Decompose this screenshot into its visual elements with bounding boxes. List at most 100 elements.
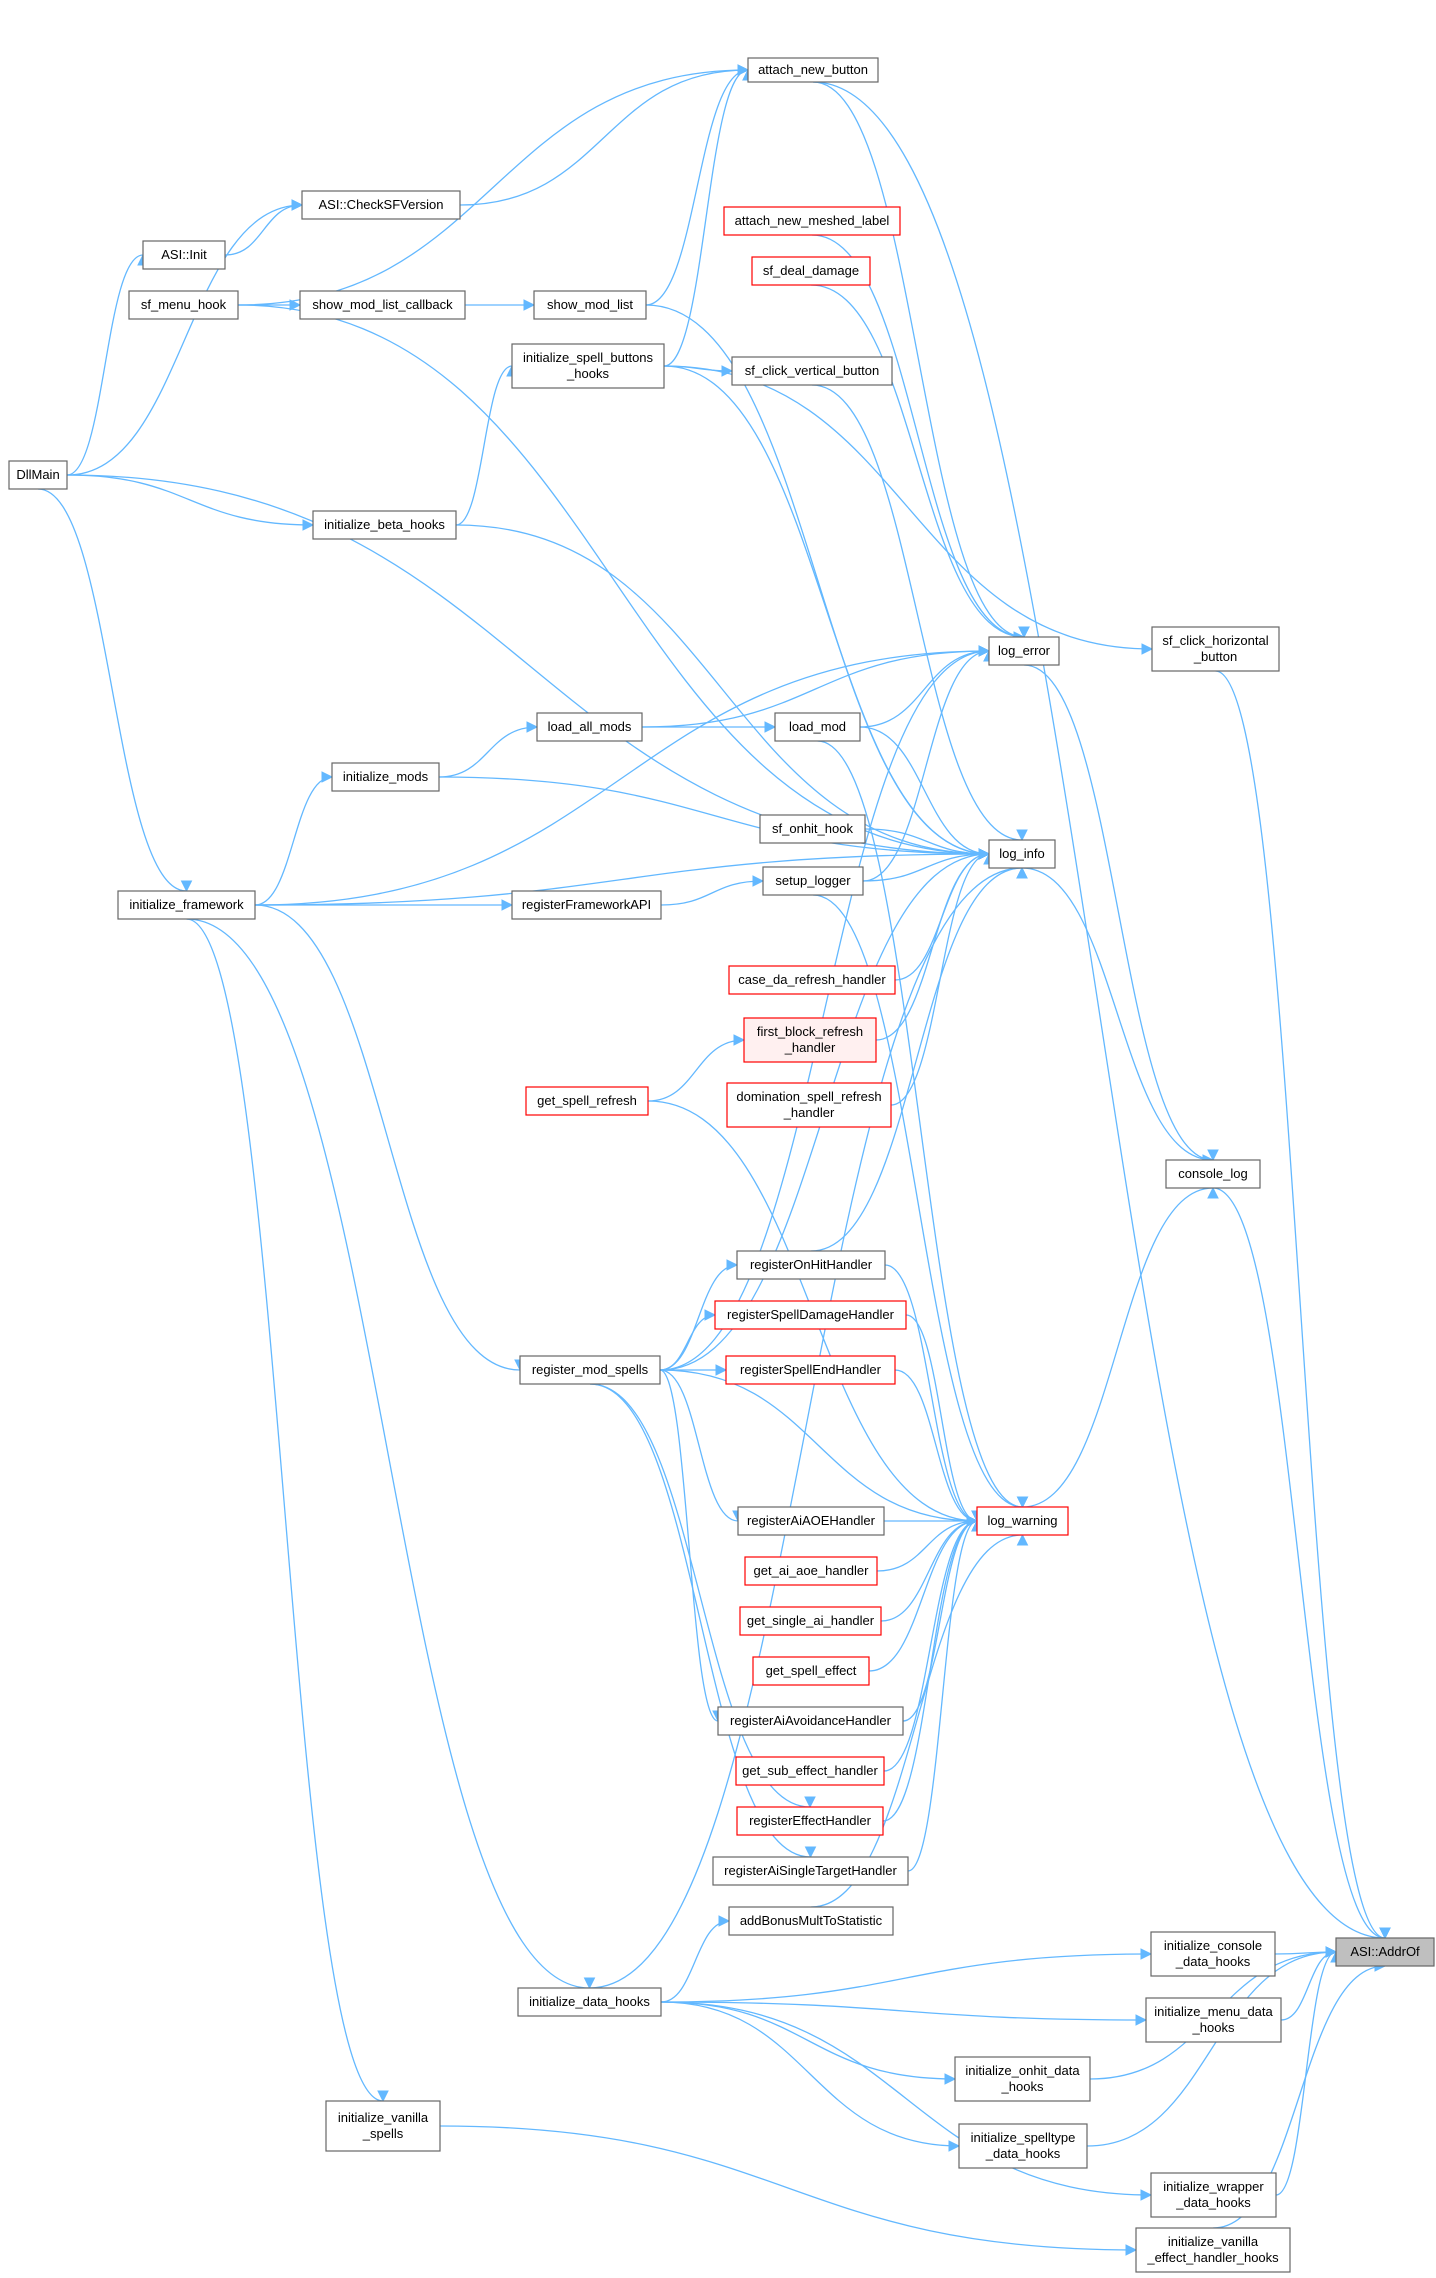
- node-initialize-vanilla-spells[interactable]: initialize_vanilla_spells: [325, 2100, 441, 2152]
- node-box-registeronhithandler[interactable]: [736, 1250, 886, 1280]
- node-box-sf-deal-damage[interactable]: [751, 256, 871, 286]
- node-dllmain[interactable]: DllMain: [8, 460, 68, 490]
- node-initialize-menu-data-hooks[interactable]: initialize_menu_data_hooks: [1145, 1997, 1282, 2043]
- node-log-warning[interactable]: log_warning: [976, 1506, 1069, 1536]
- node-box-initialize-beta-hooks[interactable]: [312, 510, 457, 540]
- node-attach-new-meshed-label[interactable]: attach_new_meshed_label: [723, 206, 901, 236]
- node-box-initialize-spelltype-data-hooks[interactable]: [958, 2123, 1088, 2169]
- node-box-register-mod-spells[interactable]: [519, 1355, 661, 1385]
- node-box-show-mod-list[interactable]: [533, 290, 647, 320]
- node-box-addbonusmulttostatistic[interactable]: [728, 1906, 894, 1936]
- node-box-first-block-refresh-handler[interactable]: [743, 1017, 877, 1063]
- node-box-registeraisingletargethandler[interactable]: [712, 1856, 909, 1886]
- node-box-asi-checksfversion[interactable]: [301, 190, 461, 220]
- node-initialize-beta-hooks[interactable]: initialize_beta_hooks: [312, 510, 457, 540]
- node-registeraisingletargethandler[interactable]: registerAiSingleTargetHandler: [712, 1856, 909, 1886]
- node-initialize-data-hooks[interactable]: initialize_data_hooks: [517, 1987, 662, 2017]
- node-sf-click-horizontal-button[interactable]: sf_click_horizontal_button: [1151, 626, 1280, 672]
- node-sf-onhit-hook[interactable]: sf_onhit_hook: [759, 814, 866, 844]
- node-box-attach-new-meshed-label[interactable]: [723, 206, 901, 236]
- node-get-spell-effect[interactable]: get_spell_effect: [752, 1656, 870, 1686]
- node-box-asi-init[interactable]: [142, 240, 226, 270]
- node-load-mod[interactable]: load_mod: [774, 712, 861, 742]
- node-show-mod-list-callback[interactable]: show_mod_list_callback: [299, 290, 466, 320]
- node-get-sub-effect-handler[interactable]: get_sub_effect_handler: [735, 1756, 885, 1786]
- node-box-initialize-framework[interactable]: [117, 890, 256, 920]
- node-asi-checksfversion[interactable]: ASI::CheckSFVersion: [301, 190, 461, 220]
- node-initialize-spelltype-data-hooks[interactable]: initialize_spelltype_data_hooks: [958, 2123, 1088, 2169]
- node-box-sf-onhit-hook[interactable]: [759, 814, 866, 844]
- node-box-asi-addrof[interactable]: [1335, 1937, 1435, 1967]
- node-get-single-ai-handler[interactable]: get_single_ai_handler: [739, 1606, 882, 1636]
- node-box-initialize-vanilla-effect-handler-hooks[interactable]: [1135, 2227, 1291, 2273]
- node-box-console-log[interactable]: [1165, 1159, 1261, 1189]
- node-box-attach-new-button[interactable]: [747, 57, 879, 83]
- node-sf-menu-hook[interactable]: sf_menu_hook: [128, 290, 239, 320]
- node-box-registerspelldamagehandler[interactable]: [714, 1300, 907, 1330]
- node-box-initialize-onhit-data-hooks[interactable]: [954, 2056, 1091, 2102]
- node-box-domination-spell-refresh-handler[interactable]: [726, 1082, 892, 1128]
- node-box-log-info[interactable]: [988, 839, 1056, 869]
- node-box-registeraiaoehandler[interactable]: [737, 1506, 885, 1536]
- node-initialize-vanilla-effect-handler-hooks[interactable]: initialize_vanilla_effect_handler_hooks: [1135, 2227, 1291, 2273]
- node-registerspelldamagehandler[interactable]: registerSpellDamageHandler: [714, 1300, 907, 1330]
- node-box-setup-logger[interactable]: [762, 866, 864, 896]
- node-attach-new-button[interactable]: attach_new_button: [747, 57, 879, 83]
- node-box-initialize-vanilla-spells[interactable]: [325, 2100, 441, 2152]
- node-box-registerspellendhandler[interactable]: [725, 1355, 896, 1385]
- node-box-get-spell-refresh[interactable]: [525, 1086, 649, 1116]
- node-box-initialize-data-hooks[interactable]: [517, 1987, 662, 2017]
- node-initialize-console-data-hooks[interactable]: initialize_console_data_hooks: [1150, 1931, 1276, 1977]
- node-box-sf-click-horizontal-button[interactable]: [1151, 626, 1280, 672]
- node-box-sf-click-vertical-button[interactable]: [731, 356, 893, 386]
- node-initialize-onhit-data-hooks[interactable]: initialize_onhit_data_hooks: [954, 2056, 1091, 2102]
- node-registeronhithandler[interactable]: registerOnHitHandler: [736, 1250, 886, 1280]
- node-registerframeworkapi[interactable]: registerFrameworkAPI: [511, 890, 662, 920]
- node-initialize-spell-buttons-hooks[interactable]: initialize_spell_buttons_hooks: [511, 343, 665, 389]
- node-box-log-error[interactable]: [988, 636, 1060, 666]
- node-show-mod-list[interactable]: show_mod_list: [533, 290, 647, 320]
- node-first-block-refresh-handler[interactable]: first_block_refresh_handler: [743, 1017, 877, 1063]
- node-box-registeraiavoidancehandler[interactable]: [717, 1706, 904, 1736]
- node-box-sf-menu-hook[interactable]: [128, 290, 239, 320]
- node-initialize-wrapper-data-hooks[interactable]: initialize_wrapper_data_hooks: [1150, 2172, 1277, 2218]
- node-box-case-da-refresh-handler[interactable]: [728, 965, 896, 995]
- node-asi-init[interactable]: ASI::Init: [142, 240, 226, 270]
- node-box-registereffecthandler[interactable]: [736, 1806, 884, 1836]
- node-box-get-sub-effect-handler[interactable]: [735, 1756, 885, 1786]
- node-box-initialize-console-data-hooks[interactable]: [1150, 1931, 1276, 1977]
- node-registeraiavoidancehandler[interactable]: registerAiAvoidanceHandler: [717, 1706, 904, 1736]
- node-initialize-mods[interactable]: initialize_mods: [331, 762, 440, 792]
- node-box-initialize-wrapper-data-hooks[interactable]: [1150, 2172, 1277, 2218]
- node-box-show-mod-list-callback[interactable]: [299, 290, 466, 320]
- node-box-initialize-menu-data-hooks[interactable]: [1145, 1997, 1282, 2043]
- node-console-log[interactable]: console_log: [1165, 1159, 1261, 1189]
- node-box-load-mod[interactable]: [774, 712, 861, 742]
- node-sf-deal-damage[interactable]: sf_deal_damage: [751, 256, 871, 286]
- node-box-load-all-mods[interactable]: [536, 712, 643, 742]
- node-get-ai-aoe-handler[interactable]: get_ai_aoe_handler: [744, 1556, 878, 1586]
- node-box-initialize-spell-buttons-hooks[interactable]: [511, 343, 665, 389]
- node-domination-spell-refresh-handler[interactable]: domination_spell_refresh_handler: [726, 1082, 892, 1128]
- node-asi-addrof[interactable]: ASI::AddrOf: [1335, 1937, 1435, 1967]
- node-box-get-single-ai-handler[interactable]: [739, 1606, 882, 1636]
- node-register-mod-spells[interactable]: register_mod_spells: [519, 1355, 661, 1385]
- node-case-da-refresh-handler[interactable]: case_da_refresh_handler: [728, 965, 896, 995]
- node-registeraiaoehandler[interactable]: registerAiAOEHandler: [737, 1506, 885, 1536]
- node-sf-click-vertical-button[interactable]: sf_click_vertical_button: [731, 356, 893, 386]
- node-registereffecthandler[interactable]: registerEffectHandler: [736, 1806, 884, 1836]
- node-box-get-spell-effect[interactable]: [752, 1656, 870, 1686]
- node-get-spell-refresh[interactable]: get_spell_refresh: [525, 1086, 649, 1116]
- node-addbonusmulttostatistic[interactable]: addBonusMultToStatistic: [728, 1906, 894, 1936]
- node-log-info[interactable]: log_info: [988, 839, 1056, 869]
- node-box-initialize-mods[interactable]: [331, 762, 440, 792]
- node-box-dllmain[interactable]: [8, 460, 68, 490]
- node-initialize-framework[interactable]: initialize_framework: [117, 890, 256, 920]
- node-setup-logger[interactable]: setup_logger: [762, 866, 864, 896]
- node-log-error[interactable]: log_error: [988, 636, 1060, 666]
- node-box-log-warning[interactable]: [976, 1506, 1069, 1536]
- node-registerspellendhandler[interactable]: registerSpellEndHandler: [725, 1355, 896, 1385]
- node-box-get-ai-aoe-handler[interactable]: [744, 1556, 878, 1586]
- node-load-all-mods[interactable]: load_all_mods: [536, 712, 643, 742]
- node-box-registerframeworkapi[interactable]: [511, 890, 662, 920]
